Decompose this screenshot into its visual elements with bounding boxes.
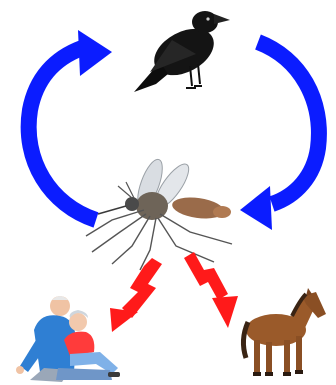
transmission-arrow-horse <box>184 252 238 328</box>
transmission-arrow-humans <box>110 258 162 332</box>
cycle-arrow-right <box>240 42 319 230</box>
horse-icon <box>243 288 326 376</box>
crow-icon <box>134 11 230 92</box>
cycle-arrow-left <box>29 30 112 220</box>
mosquito-icon <box>86 156 232 270</box>
elderly-couple-icon <box>16 296 120 382</box>
